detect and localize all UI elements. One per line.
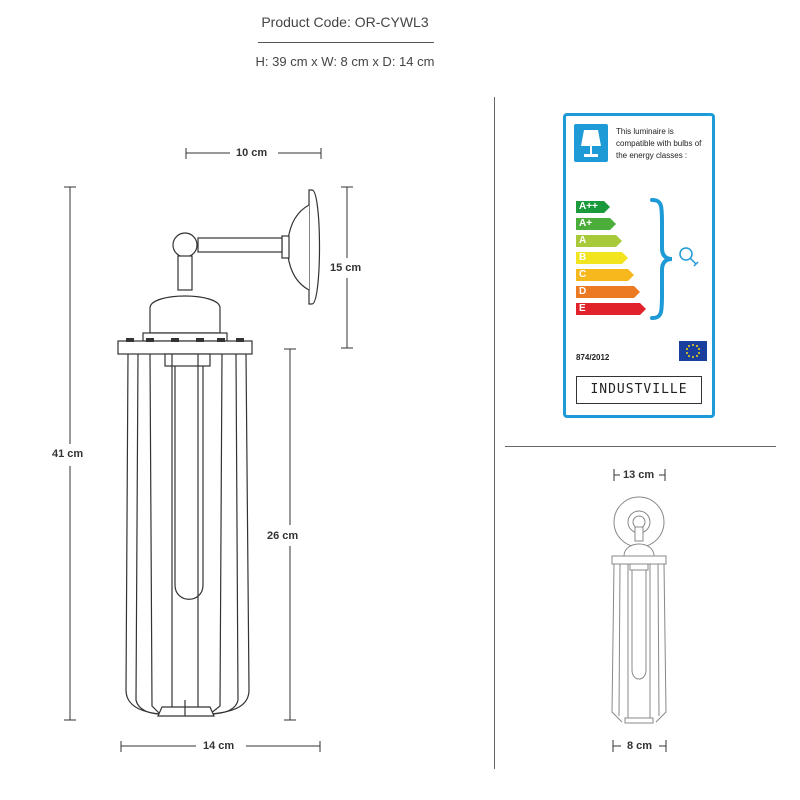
dim-cage-height: 26 cm [267,530,299,542]
lamp-icon [574,124,608,162]
energy-class-b: B [576,252,628,264]
vertical-separator [494,97,495,769]
energy-class-c: C [576,269,634,281]
brace-icon [650,198,673,320]
dim-cage-width: 8 cm [627,740,653,752]
dim-total-height: 41 cm [52,448,84,460]
energy-label-text: This luminaire is compatible with bulbs … [616,127,702,160]
dim-top-width: 10 cm [236,147,268,159]
product-dimensions: H: 39 cm x W: 8 cm x D: 14 cm [255,54,435,69]
header-rule [258,42,434,43]
energy-class-e: E [576,303,646,315]
dim-depth: 14 cm [203,740,235,752]
energy-label: This luminaire is compatible with bulbs … [563,113,715,418]
bulb-icon [679,247,699,267]
regulation-number: 874/2012 [576,353,610,362]
brand-logo: INDUSTVILLE [576,376,702,404]
dim-backplate-height: 15 cm [330,262,362,274]
energy-class-app: A++ [576,201,610,213]
energy-class-a: A [576,235,622,247]
eu-flag-icon [679,341,707,361]
horizontal-separator [505,446,776,447]
energy-class-d: D [576,286,640,298]
energy-class-ap: A+ [576,218,616,230]
dim-backplate-width: 13 cm [623,469,655,481]
product-code: Product Code: OR-CYWL3 [261,14,429,30]
